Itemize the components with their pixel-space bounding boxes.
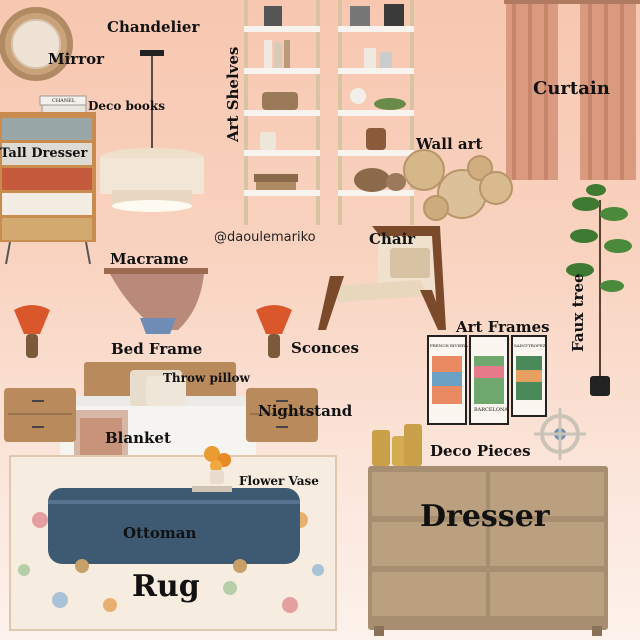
label-deco-pieces: Deco Pieces	[430, 442, 531, 460]
wall-art-image	[403, 149, 513, 221]
creator-handle: @daoulemariko	[214, 230, 316, 245]
throw-pillow-image	[130, 370, 186, 406]
nightstand-left-image	[4, 388, 76, 442]
curtain-image	[504, 0, 640, 180]
poster-left-text: FRENCH RIVIERA	[430, 343, 468, 348]
label-mirror: Mirror	[48, 50, 105, 68]
sconce-right-image	[256, 305, 292, 358]
label-deco-books: Deco books	[88, 99, 165, 113]
label-flower-vase: Flower Vase	[239, 474, 319, 488]
label-blanket: Blanket	[105, 429, 171, 447]
art-frames-image	[427, 335, 547, 425]
macrame-image	[104, 268, 208, 334]
faux-tree-image	[566, 184, 632, 396]
label-curtain: Curtain	[533, 78, 610, 99]
label-wall-art: Wall art	[416, 135, 483, 153]
mirror-image	[0, 7, 73, 81]
poster-right-text: SAINT-TROPEZ	[514, 343, 546, 348]
label-art-frames: Art Frames	[456, 318, 550, 336]
sconce-left-image	[14, 305, 50, 358]
label-faux-tree: Faux tree	[569, 273, 587, 352]
art-shelves-image	[244, 0, 414, 225]
label-tall-dresser: Tall Dresser	[0, 146, 88, 161]
label-sconces: Sconces	[291, 339, 359, 357]
tall-dresser-image	[0, 112, 96, 265]
label-throw-pillow: Throw pillow	[163, 371, 250, 385]
chandelier-image	[100, 50, 204, 212]
label-dresser: Dresser	[420, 499, 550, 534]
label-nightstand: Nightstand	[258, 402, 353, 420]
book-spine-text: CHANEL	[52, 98, 76, 104]
label-bed-frame: Bed Frame	[111, 340, 203, 358]
poster-middle-text: BARCELONA	[474, 407, 508, 413]
label-rug: Rug	[132, 569, 200, 604]
dresser-image	[368, 466, 608, 636]
label-ottoman: Ottoman	[123, 524, 197, 542]
label-chandelier: Chandelier	[107, 18, 200, 36]
flower-vase-image	[192, 446, 232, 492]
ottoman-image	[48, 488, 300, 573]
deco-pieces-image	[372, 408, 586, 466]
label-chair: Chair	[369, 230, 416, 248]
label-macrame: Macrame	[110, 250, 189, 268]
chair-image	[318, 226, 446, 330]
nightstand-right-image	[246, 388, 318, 442]
label-art-shelves: Art Shelves	[224, 46, 242, 142]
